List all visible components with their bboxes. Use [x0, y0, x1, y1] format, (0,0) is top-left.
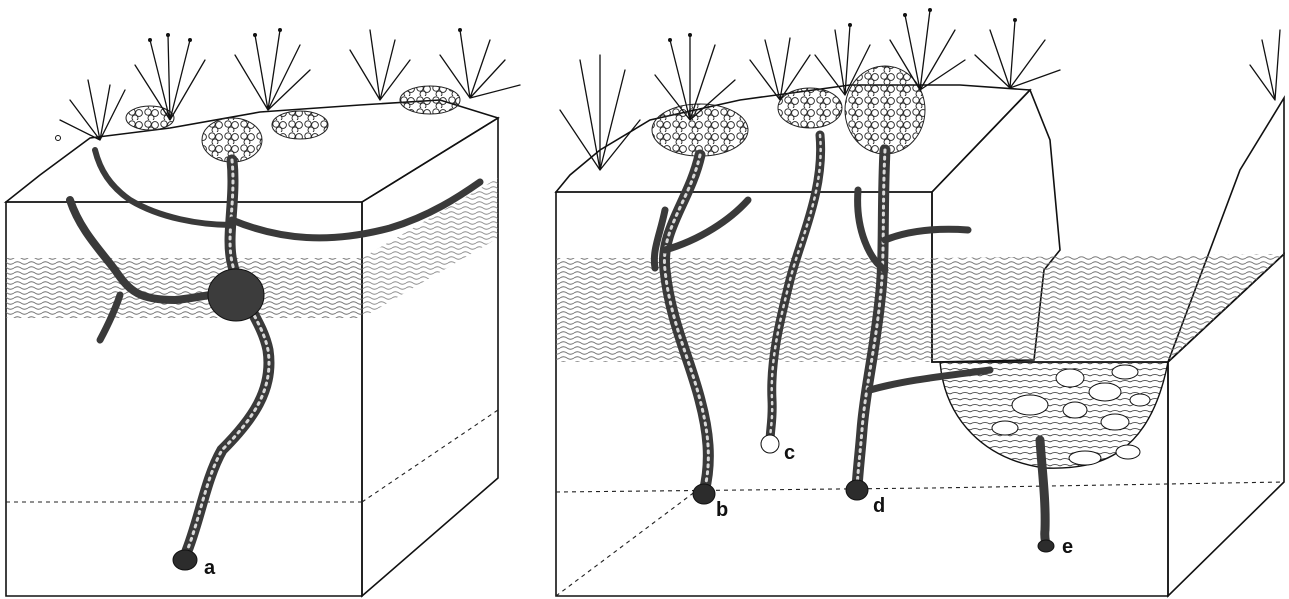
label-b: b [716, 499, 728, 521]
burrow-end-chamber [173, 550, 197, 570]
right-soil-block: b c d e [556, 8, 1284, 596]
burrow-end-chamber [761, 435, 779, 453]
moss-clump [272, 111, 328, 139]
label-a: a [204, 557, 216, 579]
moss-clump [778, 88, 842, 128]
label-e: e [1062, 536, 1073, 558]
burrow-end-chamber [1038, 540, 1054, 552]
left-water-band-side [362, 178, 498, 318]
burrow-end-chamber [846, 480, 868, 500]
label-c: c [784, 442, 795, 464]
left-water-band [6, 258, 362, 318]
right-hidden-edge-diag [556, 488, 700, 596]
right-hidden-edge [556, 482, 1284, 492]
burrow-chamber [208, 269, 264, 321]
burrow-end-chamber [693, 484, 715, 504]
label-d: d [873, 495, 885, 517]
left-soil-block: a [6, 28, 520, 596]
right-water-band-far [932, 254, 1284, 362]
moss-clump [400, 86, 460, 114]
burrow-a [70, 150, 480, 570]
left-hidden-edge-side [362, 410, 498, 502]
